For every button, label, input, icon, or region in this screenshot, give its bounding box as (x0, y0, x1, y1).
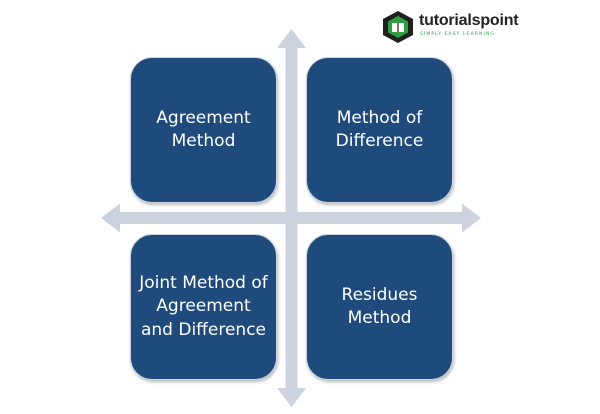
quadrant-agreement-method: Agreement Method (130, 57, 277, 203)
arrow-down-icon (277, 388, 306, 407)
tutorialspoint-logo: tutorialspoint SIMPLY EASY LEARNING (381, 10, 531, 44)
quadrant-joint-method: Joint Method of Agreement and Difference (130, 234, 277, 380)
quadrant-label: Agreement Method (156, 107, 251, 152)
quadrant-label: Residues Method (341, 284, 418, 329)
logo-wordmark: tutorialspoint (419, 12, 519, 29)
arrow-up-icon (277, 29, 306, 48)
horizontal-arrow-shaft (120, 212, 462, 224)
arrow-right-icon (462, 203, 481, 233)
logo-mark-icon (383, 11, 413, 43)
quadrant-label: Joint Method of Agreement and Difference (139, 272, 268, 340)
arrow-left-icon (101, 203, 120, 233)
quadrant-label: Method of Difference (335, 107, 424, 152)
quadrant-residues-method: Residues Method (306, 234, 453, 380)
quadrant-method-of-difference: Method of Difference (306, 57, 453, 203)
logo-tagline: SIMPLY EASY LEARNING (420, 32, 495, 37)
